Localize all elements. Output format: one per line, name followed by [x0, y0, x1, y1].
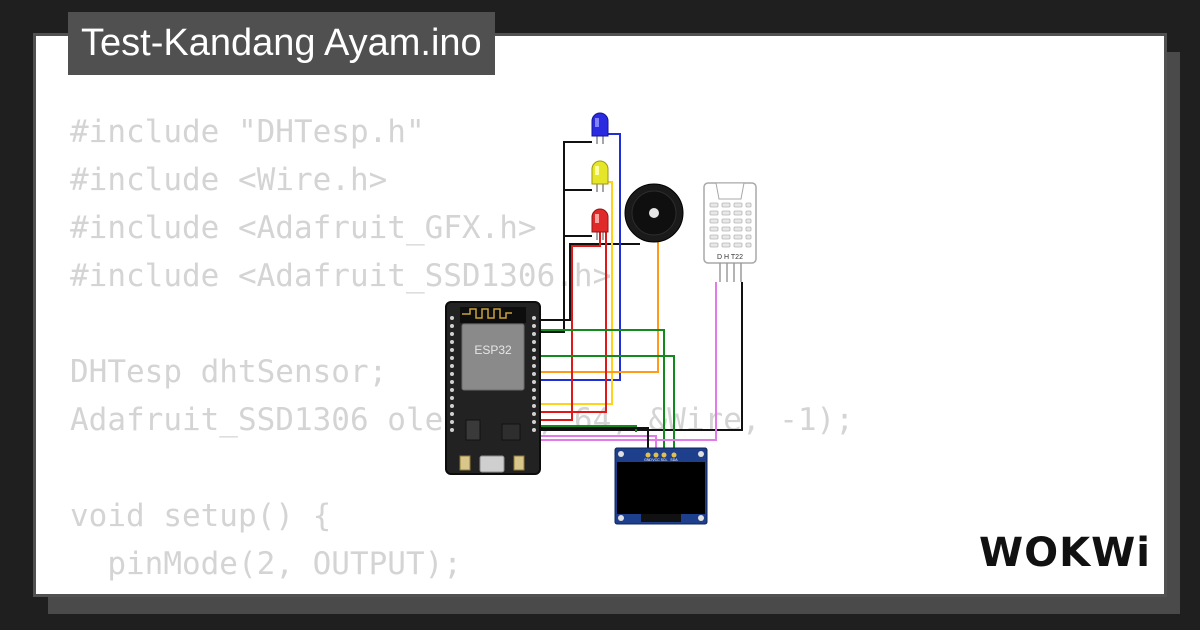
led-red — [591, 208, 609, 240]
wire-green — [538, 425, 637, 432]
dht22-label: D H T22 — [717, 254, 743, 261]
code-line: Adafruit_SSD1306 oled(128, 64, &Wire, -1… — [70, 402, 854, 438]
code-line: #include "DHTesp.h" — [70, 114, 425, 150]
wires — [538, 133, 743, 455]
code-line: DHTesp dhtSensor; — [70, 354, 388, 390]
esp32-board: ESP32 — [445, 301, 541, 475]
oled-pin-label: SDA — [670, 458, 678, 462]
code-line: #include <Adafruit_GFX.h> — [70, 210, 537, 246]
oled-pin-label: SCL — [661, 458, 668, 462]
dht22-sensor: D H T22 — [703, 182, 757, 282]
led-yellow — [591, 160, 609, 192]
wire-orange — [538, 242, 659, 373]
esp32-label: ESP32 — [474, 343, 512, 357]
dht22-grille — [709, 202, 752, 248]
wokwi-logo-text: WOKWi — [979, 530, 1149, 574]
code-line: #include <Adafruit_SSD1306.h> — [70, 258, 612, 294]
wokwi-logo: WOKWi — [979, 530, 1149, 574]
wire-violet — [538, 282, 717, 441]
oled-pin-label: VCC — [652, 458, 660, 462]
esp32-right-pins — [532, 316, 536, 432]
wire-green — [538, 329, 665, 455]
wire-blue — [538, 133, 621, 381]
code-line: #include <Wire.h> — [70, 162, 388, 198]
wire-green — [538, 355, 675, 455]
code-line: pinMode(2, OUTPUT); — [70, 546, 462, 582]
wire-black — [538, 243, 640, 321]
wire-red — [538, 232, 601, 421]
led-blue — [591, 112, 609, 144]
code-preview: #include "DHTesp.h" #include <Wire.h> #inc… — [70, 108, 854, 594]
buzzer — [624, 183, 684, 243]
wire-black — [538, 427, 649, 455]
code-line: void setup() { — [70, 498, 332, 534]
oled-pin-label: GND — [644, 458, 652, 462]
wire-black — [538, 282, 743, 431]
project-title[interactable]: Test-Kandang Ayam.ino — [68, 12, 495, 75]
oled-display: GND VCC SCL SDA — [614, 447, 708, 525]
esp32-left-pins — [450, 316, 454, 432]
